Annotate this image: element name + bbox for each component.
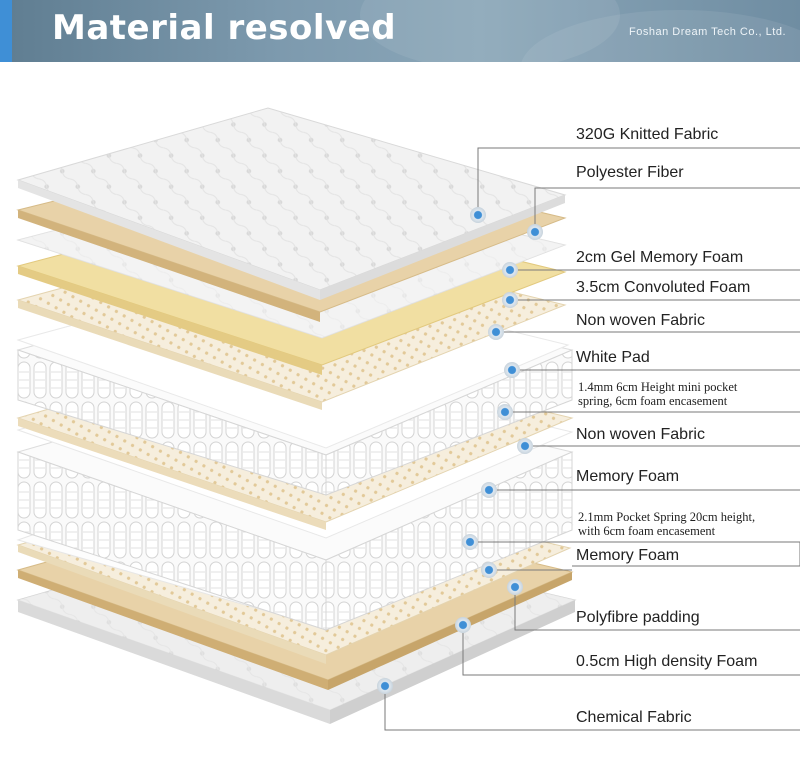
marker-dot xyxy=(502,292,518,308)
company-name: Foshan Dream Tech Co., Ltd. xyxy=(629,26,786,38)
marker-dot xyxy=(527,224,543,240)
label-polyester-fiber: Polyester Fiber xyxy=(576,164,684,181)
label-mini-pocket-spring: 1.4mm 6cm Height mini pocket spring, 6cm… xyxy=(578,380,737,408)
label-mini-pocket-spring-line2: spring, 6cm foam encasement xyxy=(578,394,728,408)
label-knitted-fabric: 320G Knitted Fabric xyxy=(576,126,719,143)
marker-dot xyxy=(507,579,523,595)
mattress-diagram: 320G Knitted Fabric Polyester Fiber 2cm … xyxy=(0,62,800,759)
marker-dot xyxy=(497,404,513,420)
label-memory-foam-upper: Memory Foam xyxy=(576,468,680,485)
marker-dot xyxy=(517,438,533,454)
marker-dot xyxy=(481,482,497,498)
marker-dot xyxy=(455,617,471,633)
marker-dot xyxy=(377,678,393,694)
header-wave xyxy=(360,0,620,62)
label-nonwoven-fabric-lower: Non woven Fabric xyxy=(576,426,705,443)
marker-dot xyxy=(470,207,486,223)
mattress-layers-svg xyxy=(16,107,800,731)
label-chemical-fabric: Chemical Fabric xyxy=(576,709,692,726)
label-pocket-spring-20cm-line2: with 6cm foam encasement xyxy=(578,524,716,538)
header-banner: Material resolved Foshan Dream Tech Co.,… xyxy=(0,0,800,62)
marker-dot xyxy=(502,262,518,278)
label-high-density-foam: 0.5cm High density Foam xyxy=(576,653,758,670)
label-white-pad: White Pad xyxy=(576,349,650,366)
marker-dot xyxy=(462,534,478,550)
label-memory-foam-lower: Memory Foam xyxy=(576,547,680,564)
label-convoluted-foam: 3.5cm Convoluted Foam xyxy=(576,279,751,296)
leader-lines xyxy=(384,147,800,731)
label-nonwoven-fabric-upper: Non woven Fabric xyxy=(576,312,705,329)
marker-dot xyxy=(481,562,497,578)
marker-dot xyxy=(504,362,520,378)
label-pocket-spring-20cm: 2.1mm Pocket Spring 20cm height, with 6c… xyxy=(578,510,755,538)
label-pocket-spring-20cm-line1: 2.1mm Pocket Spring 20cm height, xyxy=(578,510,756,524)
layer-markers xyxy=(377,207,543,694)
label-mini-pocket-spring-line1: 1.4mm 6cm Height mini pocket xyxy=(578,380,738,394)
label-gel-memory-foam: 2cm Gel Memory Foam xyxy=(576,249,744,266)
layer-knitted-fabric xyxy=(16,107,567,300)
marker-dot xyxy=(488,324,504,340)
page-title: Material resolved xyxy=(52,8,397,48)
accent-bar xyxy=(0,0,12,62)
label-polyfibre-padding: Polyfibre padding xyxy=(576,609,700,626)
